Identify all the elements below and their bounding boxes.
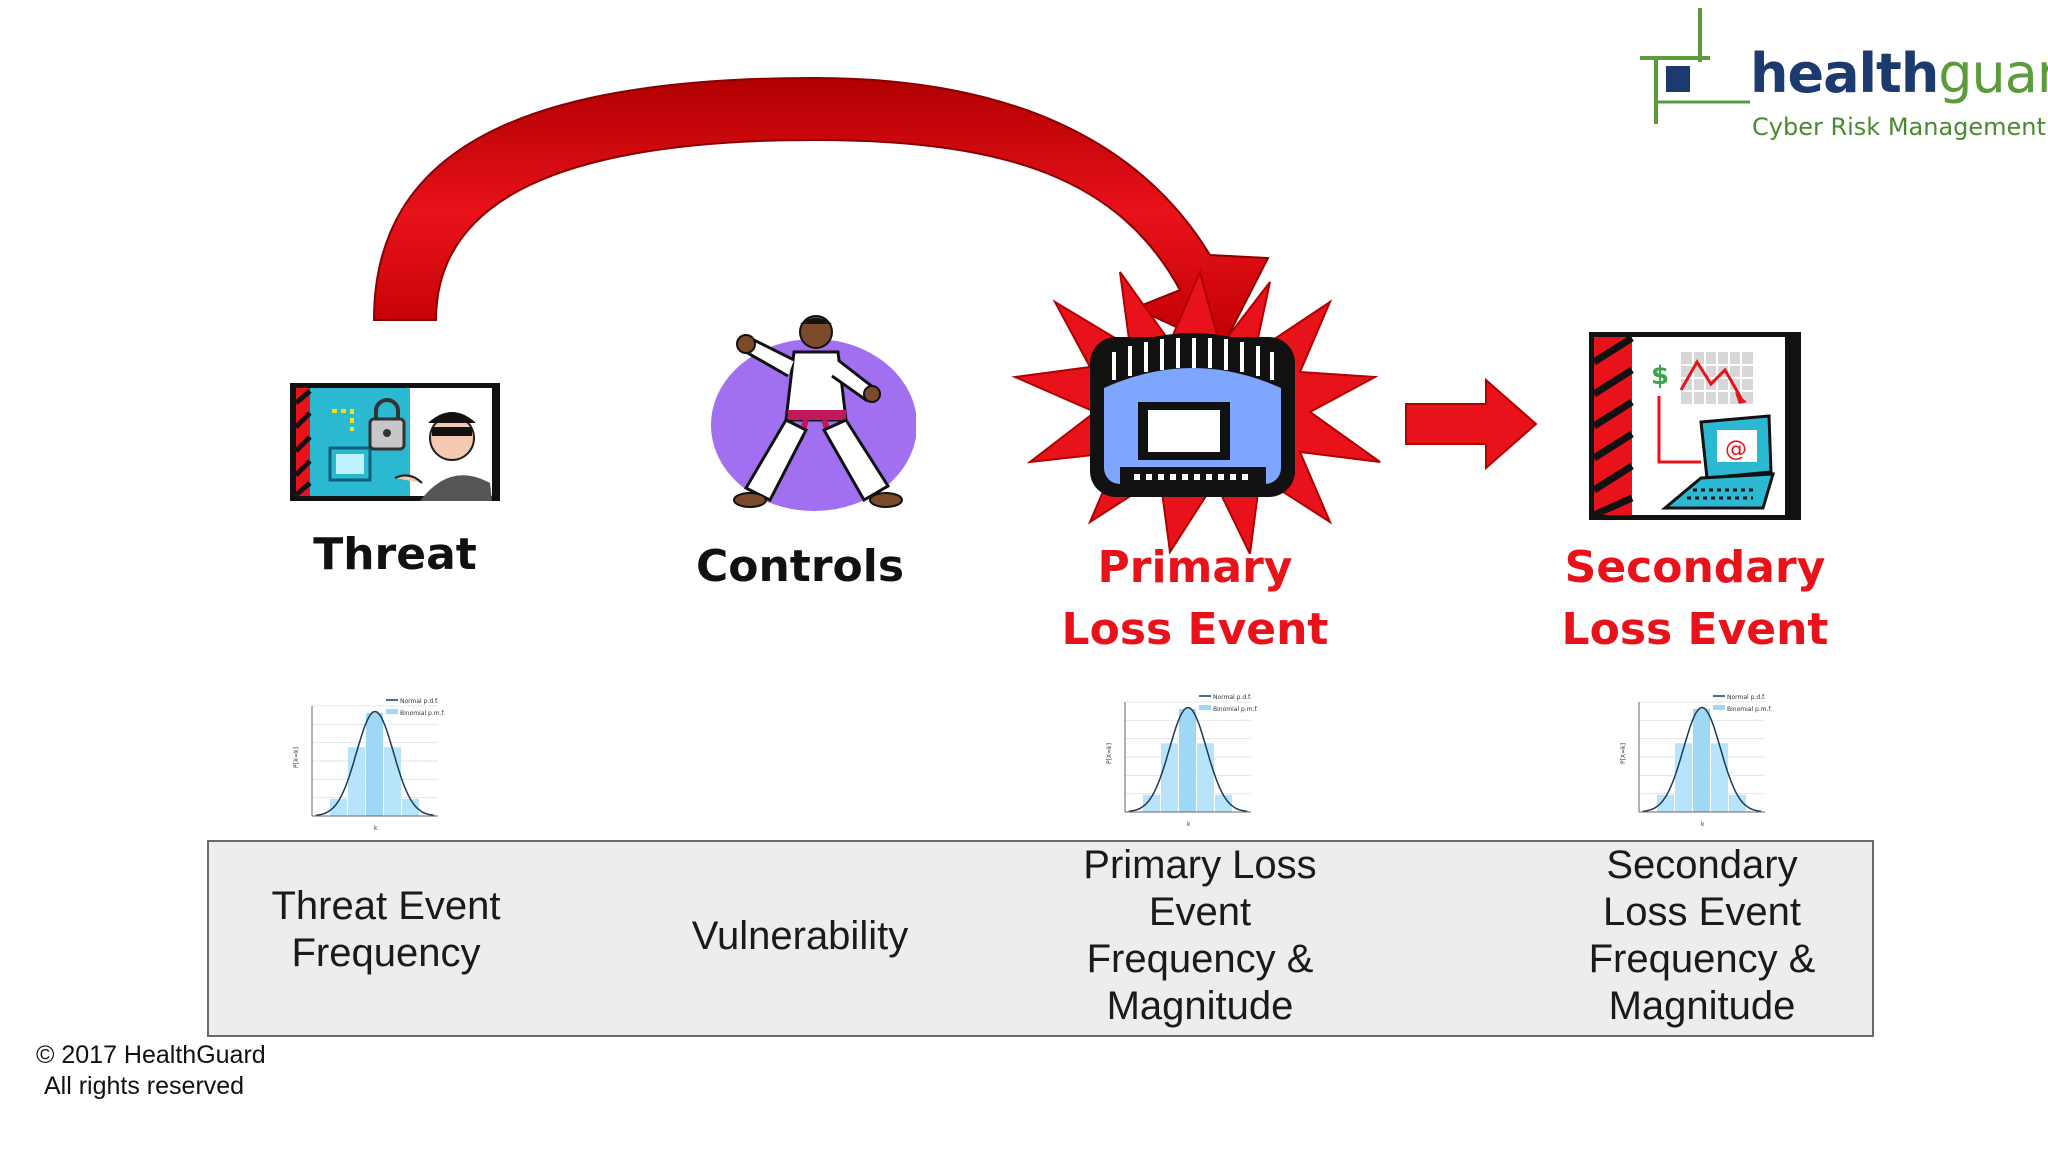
karate-fighter-icon [711,315,916,511]
legend-normal-label: Normal p.d.f. [1727,694,1766,701]
distribution-thumbnail-secondary: Normal p.d.f. Binomial p.m.f. P[X=k] k [1617,684,1787,834]
label-line: Magnitude [1106,984,1294,1028]
stage-secondary-line1: Secondary [1564,542,1826,593]
label-line: Magnitude [1608,984,1796,1028]
logo-brand-bold: health [1750,42,1939,105]
label-secondary-loss: Secondary Loss Event Frequency & Magnitu… [1552,842,1852,1030]
logo-tagline: Cyber Risk Management [1752,113,2046,141]
normal-curve [1642,706,1762,813]
stage-secondary-line2: Loss Event [1561,604,1829,655]
pmf-bar [1197,743,1214,812]
pmf-bar [1161,743,1178,812]
label-threat-event-frequency: Threat Event Frequency [236,883,536,977]
svg-text:$: $ [1651,361,1669,391]
right-arrow-icon [1405,378,1538,470]
pmf-bar [402,798,419,816]
healthguard-logo-mark [1640,8,1750,124]
label-line: Vulnerability [691,914,909,958]
pmf-bar [1693,708,1710,812]
logo-wordmark: healthguard [1750,42,2048,105]
legend-binomial-swatch [1713,705,1725,710]
explosion-screen-icon [1011,268,1381,554]
x-axis-label: k [1701,821,1705,828]
normal-curve [315,710,435,817]
y-axis-label: P[X=k] [1620,743,1627,764]
x-axis-label: k [1187,821,1191,828]
stage-primary-line2: Loss Event [1061,604,1329,655]
distribution-chart: Normal p.d.f. Binomial p.m.f. P[X=k] k [1620,694,1772,828]
label-line: Frequency [291,931,481,975]
label-vulnerability: Vulnerability [650,913,950,960]
legend-binomial-label: Binomial p.m.f. [1213,706,1258,713]
legend-binomial-label: Binomial p.m.f. [1727,706,1772,713]
pmf-bar [330,798,347,816]
svg-text:@: @ [1725,437,1747,462]
pmf-bar [384,747,401,816]
label-line: Frequency & [1588,937,1816,981]
y-axis-label: P[X=k] [1106,743,1113,764]
stage-threat-title: Threat [313,529,477,580]
pmf-bar [1729,794,1746,812]
label-line: Loss Event [1603,890,1801,934]
logo-brand-light: guard [1938,42,2048,105]
pmf-bar [1179,708,1196,812]
stock-computer-icon: $ @ [1589,332,1801,520]
copyright-line: © 2017 HealthGuard [36,1041,266,1069]
label-line: Event [1148,890,1252,934]
stage-secondary-title: Secondary Loss Event [1550,537,1840,661]
pmf-bar [1711,743,1728,812]
distribution-chart: Normal p.d.f. Binomial p.m.f. P[X=k] k [1106,694,1258,828]
pmf-bar [366,712,383,816]
stage-controls-title: Controls [695,541,905,592]
distribution-thumbnail-threat: Normal p.d.f. Binomial p.m.f. P[X=k] k [290,688,460,838]
pmf-bar [1215,794,1232,812]
label-line: Threat Event [271,884,501,928]
hacker-icon [290,383,500,501]
label-line: Frequency & [1086,937,1314,981]
stage-primary-title: Primary Loss Event [1060,537,1330,661]
legend-binomial-label: Binomial p.m.f. [400,710,445,717]
pmf-bar [348,747,365,816]
copyright-notice: © 2017 HealthGuard All rights reserved [36,1040,266,1102]
y-axis-label: P[X=k] [293,747,300,768]
pmf-bar [1675,743,1692,812]
legend-binomial-swatch [386,709,398,714]
distribution-chart: Normal p.d.f. Binomial p.m.f. P[X=k] k [293,698,445,832]
normal-curve [1128,706,1248,813]
fair-factors-box [207,840,1874,1037]
label-line: Primary Loss [1083,843,1317,887]
x-axis-label: k [374,825,378,832]
pmf-bar [1657,794,1674,812]
stage-primary-line1: Primary [1097,542,1293,593]
distribution-thumbnail-primary: Normal p.d.f. Binomial p.m.f. P[X=k] k [1103,684,1273,834]
label-primary-loss: Primary Loss Event Frequency & Magnitude [1050,842,1350,1030]
legend-normal-label: Normal p.d.f. [1213,694,1252,701]
label-line: Secondary [1606,843,1798,887]
legend-normal-label: Normal p.d.f. [400,698,439,705]
rights-line: All rights reserved [44,1072,245,1100]
legend-binomial-swatch [1199,705,1211,710]
pmf-bar [1143,794,1160,812]
